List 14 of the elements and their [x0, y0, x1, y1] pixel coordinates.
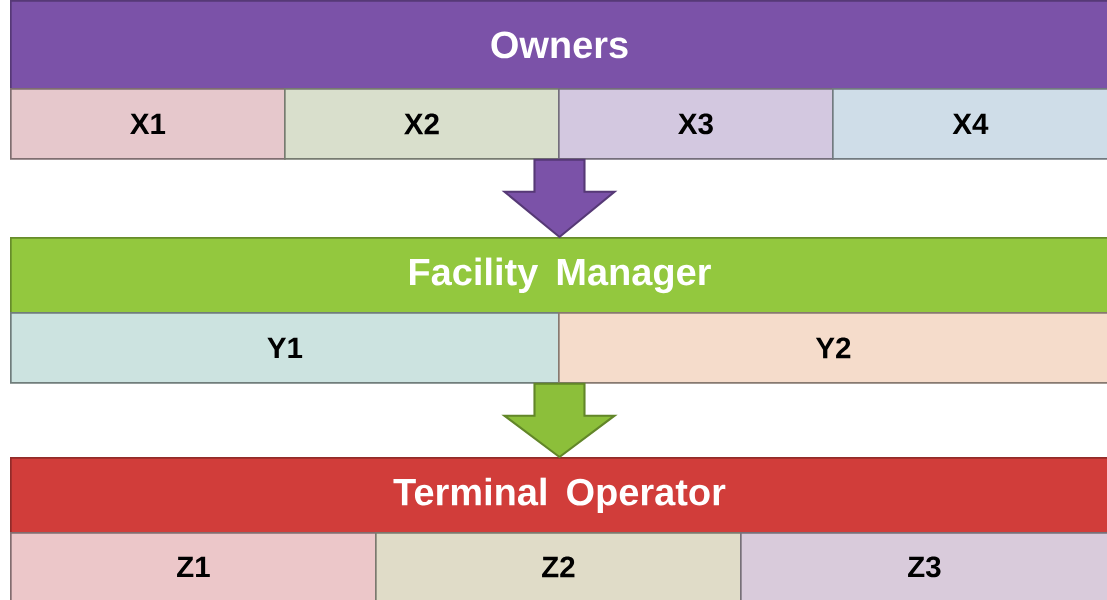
header-band: Owners [10, 0, 1107, 90]
category-panel: X3 [558, 88, 834, 160]
header-band: Facility Manager [10, 237, 1107, 314]
block-arrow [501, 158, 618, 239]
category-panel: Z1 [10, 532, 377, 600]
block-arrow [501, 382, 618, 459]
category-panel: Y1 [10, 312, 560, 384]
category-panel: X2 [284, 88, 560, 160]
category-panel: Z3 [740, 532, 1107, 600]
category-panel: Z2 [375, 532, 742, 600]
header-band: Terminal Operator [10, 457, 1107, 534]
category-panel: X4 [832, 88, 1107, 160]
category-panel: X1 [10, 88, 286, 160]
category-panel: Y2 [558, 312, 1107, 384]
